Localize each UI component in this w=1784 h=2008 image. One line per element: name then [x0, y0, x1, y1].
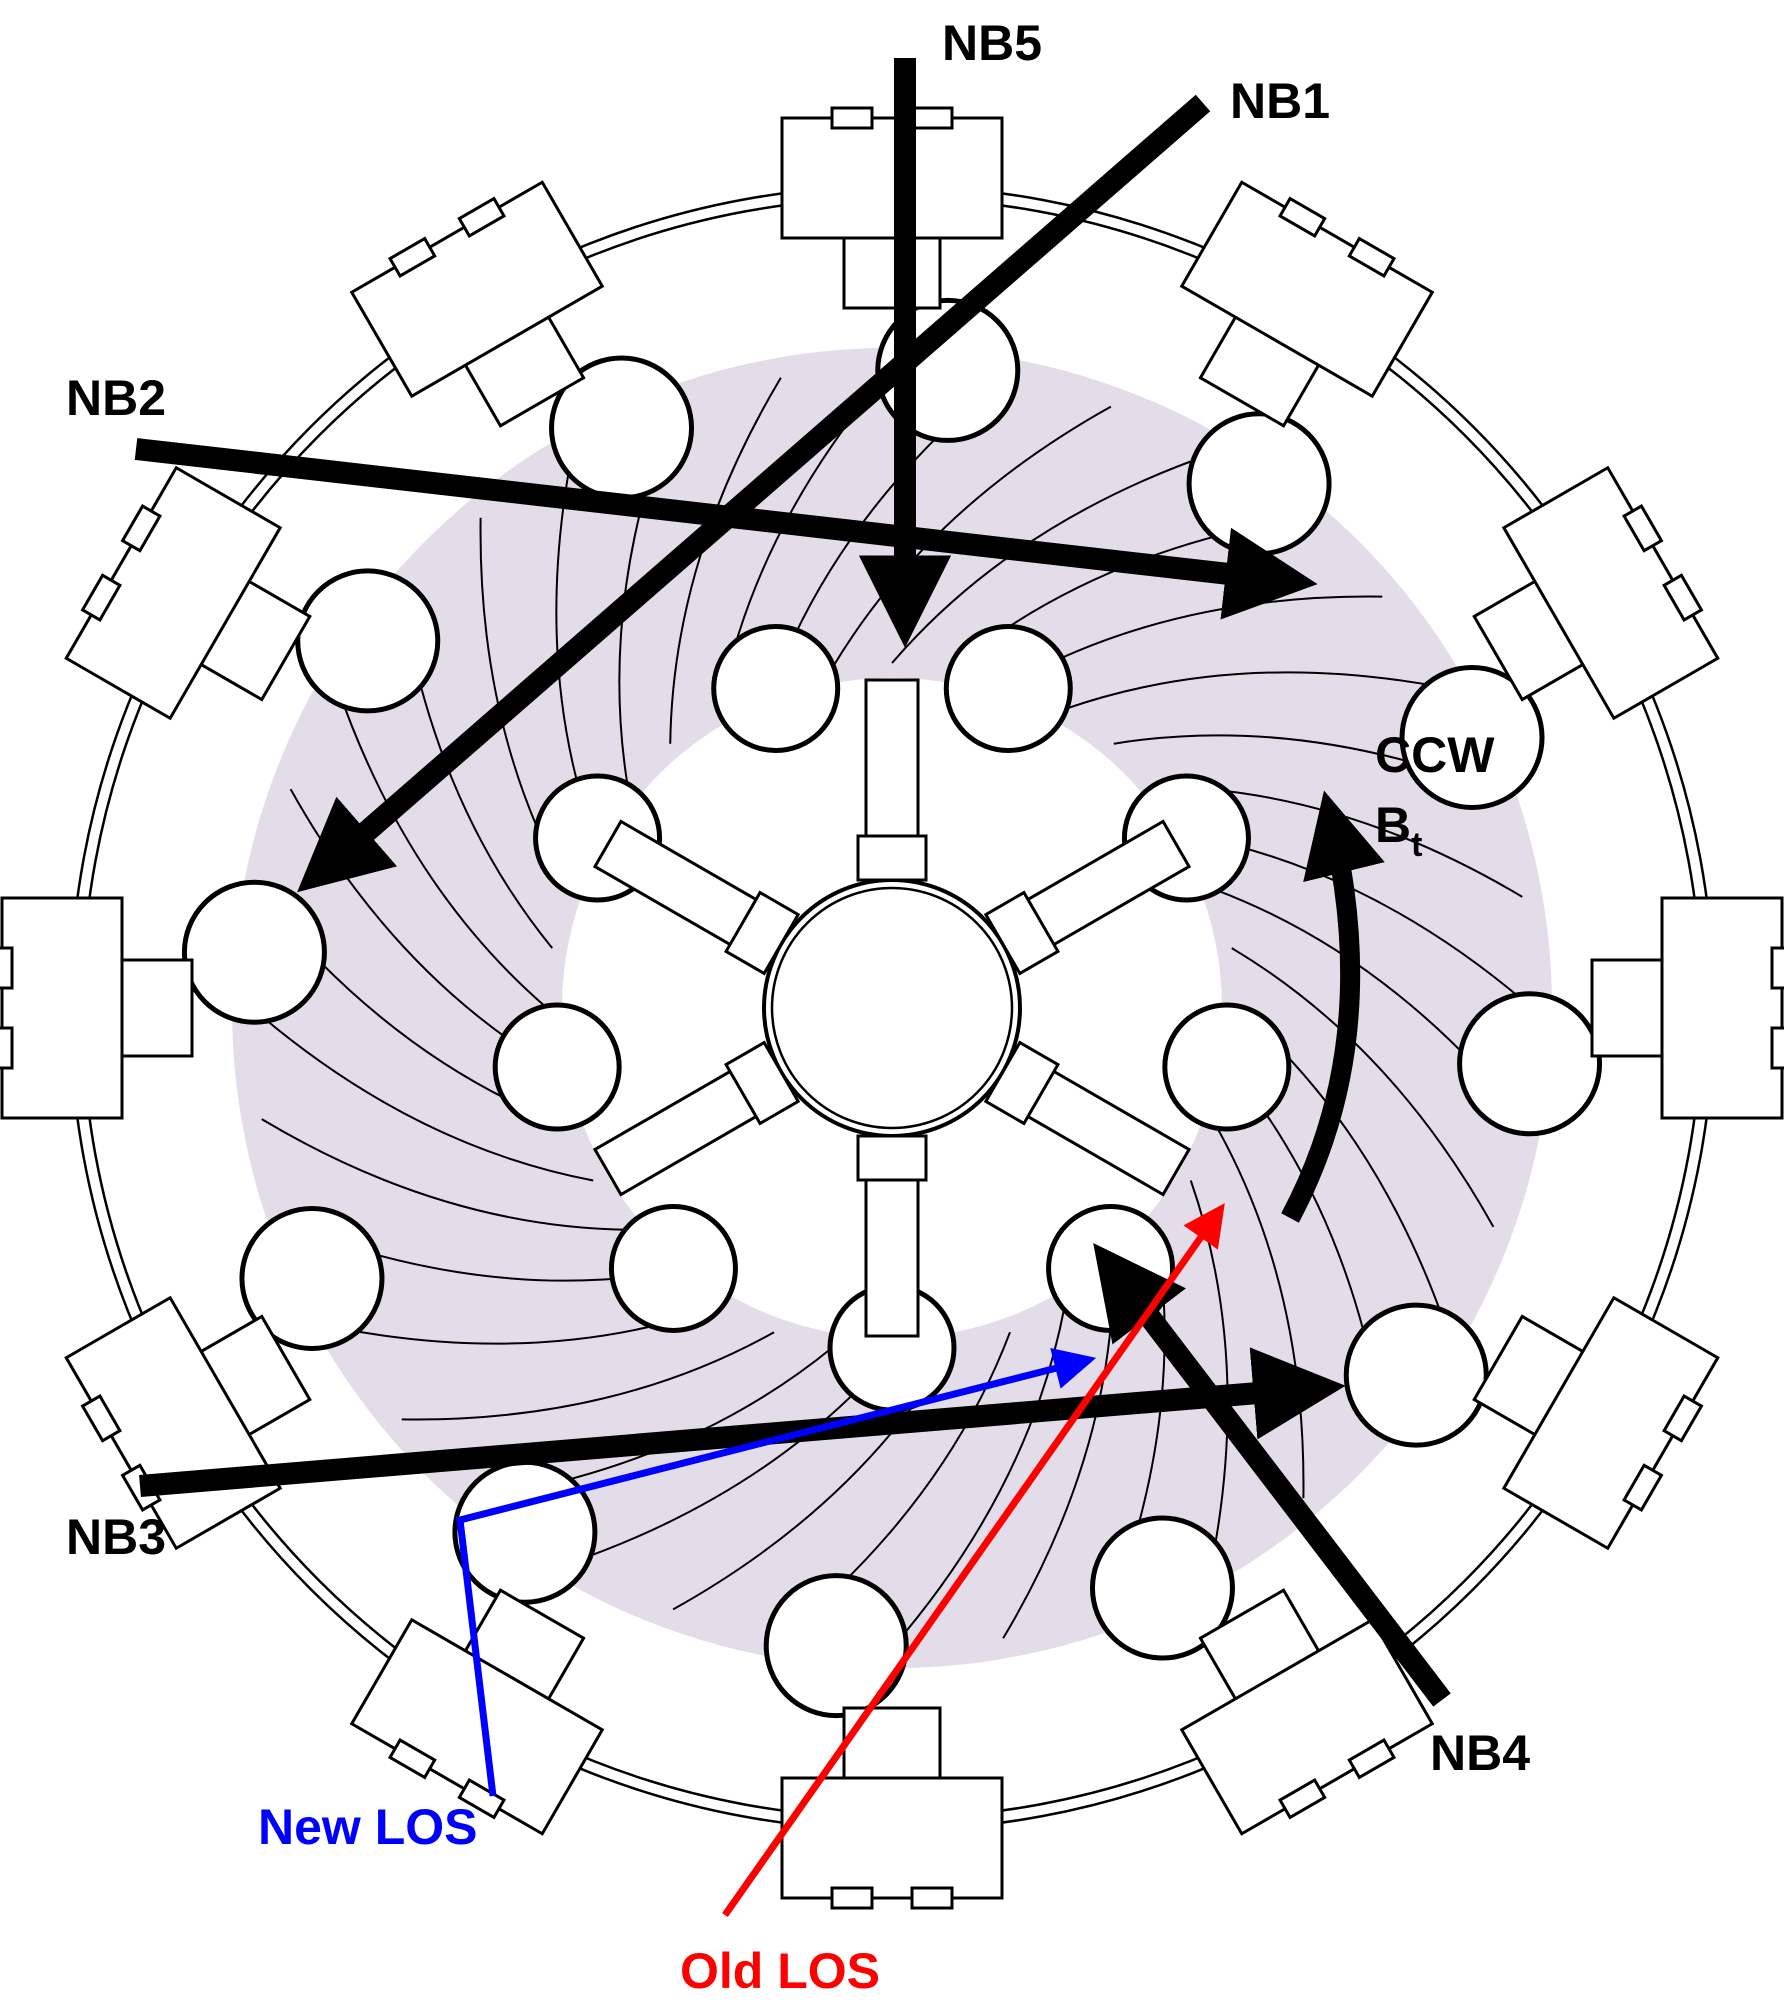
diagnostic-port [1179, 180, 1435, 428]
coil-line [669, 377, 782, 744]
diagnostic-port [349, 1588, 605, 1836]
outer-lobe [1186, 411, 1332, 557]
nb5-label: NB5 [942, 15, 1042, 71]
diagnostic-port [0, 896, 194, 1120]
outer-lobe [1399, 665, 1545, 811]
old-los-line [722, 1203, 1225, 1918]
nb4-label: NB4 [1430, 1725, 1530, 1781]
spoke [983, 1040, 1192, 1197]
outer-lobe [452, 1459, 598, 1605]
new-los-line [456, 1347, 1097, 1797]
diagnostic-port [1179, 1588, 1435, 1836]
coil-line [1215, 1125, 1305, 1499]
coil-line [261, 1118, 628, 1231]
outer-lobe [1343, 1302, 1489, 1448]
nb3-beam [139, 1347, 1346, 1497]
diagnostic-port [780, 1706, 1004, 1910]
coil-line [1064, 671, 1447, 711]
diagnostic-port [1472, 1295, 1720, 1551]
nb2-beam [134, 438, 1318, 620]
outer-lobe [1089, 1515, 1235, 1661]
coil-line [336, 687, 548, 1009]
diagnostic-port [1590, 896, 1784, 1120]
diagnostic-port [780, 106, 1004, 310]
spoke [592, 819, 801, 976]
nb4-beam [1093, 1242, 1451, 1707]
spoke [856, 678, 928, 882]
inner-lobe [492, 1002, 622, 1132]
coil-line [1231, 947, 1495, 1228]
nb1-label: NB1 [1230, 73, 1330, 129]
ccw-bt-arrow [1281, 790, 1385, 1223]
outer-lobe [1457, 991, 1603, 1137]
outer-lobe [763, 1573, 909, 1719]
inner-lobe [1162, 1002, 1292, 1132]
plasma-annulus [231, 347, 1553, 1669]
spoke [592, 1040, 801, 1197]
spoke [856, 1134, 928, 1338]
outer-lobe [239, 1205, 385, 1351]
inner-lobe [711, 624, 841, 754]
diagnostic-port [64, 465, 312, 721]
nb2-label: NB2 [66, 370, 166, 426]
spoke [983, 819, 1192, 976]
diagnostic-port [1472, 465, 1720, 721]
inner-lobe [608, 1203, 738, 1333]
new-los-label: New LOS [258, 1799, 477, 1855]
old-los-label: Old LOS [680, 1943, 880, 1999]
nb1-beam [297, 94, 1211, 893]
neutral-beams [134, 58, 1451, 1707]
bt-label: Bt [1375, 797, 1422, 864]
coil-line [251, 1007, 594, 1182]
central-structure [592, 678, 1192, 1338]
nb3-label: NB3 [66, 1509, 166, 1565]
inner-coil-lobes [492, 624, 1292, 1413]
outer-lobe [295, 568, 441, 714]
inner-lobe [943, 624, 1073, 754]
diagnostic-port [349, 180, 605, 428]
outer-lobe [181, 879, 327, 1025]
ccw-label: CCW [1375, 727, 1495, 783]
coil-line [401, 1331, 775, 1421]
